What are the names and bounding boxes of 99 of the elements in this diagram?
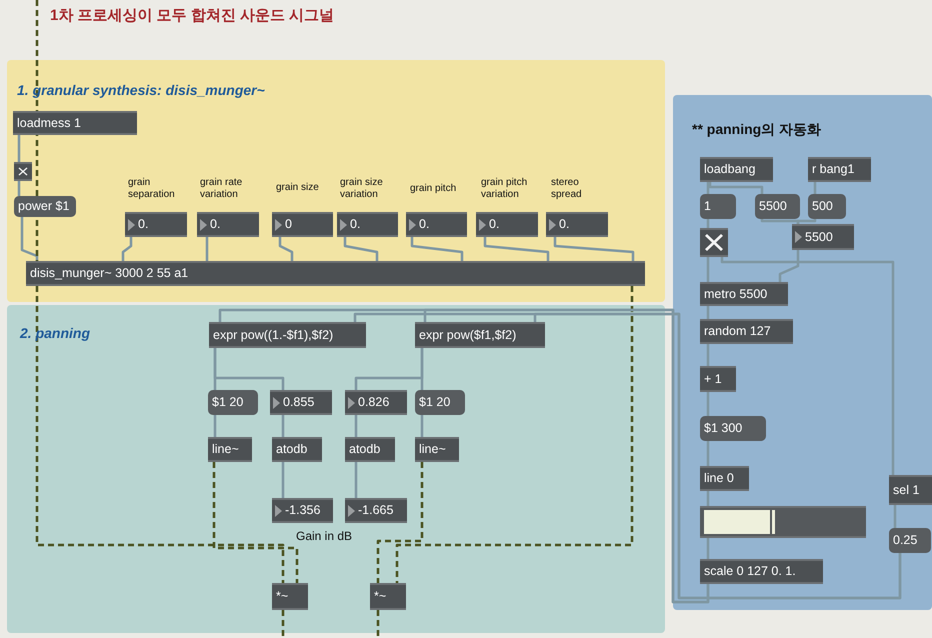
object-box: random 127 [700, 319, 793, 344]
panel-heading: 1. granular synthesis: disis_munger~ [17, 82, 265, 98]
patch-cord [720, 257, 894, 475]
toggle-box [700, 228, 728, 257]
comment-text: grain pitch variation [481, 177, 528, 201]
object-box: disis_munger~ 3000 2 55 a1 [26, 261, 645, 286]
patch-cord [424, 308, 710, 604]
patch-panel [7, 305, 665, 633]
patch-cord [354, 415, 358, 437]
object-box: *~ [272, 583, 308, 610]
comment-text: grain pitch [410, 183, 458, 195]
title: 1차 프로세싱이 모두 합쳐진 사운드 시그널 [50, 6, 334, 25]
patch-cord [894, 505, 896, 528]
signal-cord [376, 462, 424, 583]
number-box: -1.356 [272, 498, 333, 523]
number-box: 0. [337, 212, 398, 237]
signal-cord [376, 610, 380, 638]
patch-cord [484, 237, 550, 261]
comment-text: stereo spread [551, 177, 583, 201]
patch-cord [282, 462, 284, 498]
patch-cord [534, 312, 902, 600]
number-box: 0.826 [345, 390, 407, 415]
patch-cord [706, 441, 710, 466]
patch-cord [760, 219, 800, 224]
message-box: $1 20 [208, 390, 258, 415]
patch-cord [796, 219, 816, 224]
slider [700, 506, 866, 538]
signal-cord [212, 462, 298, 583]
object-box: sel 1 [889, 475, 932, 505]
patch-panel [673, 95, 932, 610]
patch-cord [706, 392, 710, 416]
message-box: 0.25 [889, 528, 931, 553]
signal-cord [396, 286, 634, 583]
message-box: power $1 [14, 196, 76, 217]
patch-cord [278, 237, 294, 261]
comment-text: grain size [276, 182, 320, 194]
patch-cord [206, 237, 208, 261]
patch-cord [706, 306, 710, 319]
number-box: 0. [546, 212, 608, 237]
signal-cord [282, 610, 284, 638]
object-box: metro 5500 [700, 282, 788, 306]
message-box: $1 20 [415, 390, 465, 415]
patch-cord [18, 181, 20, 196]
object-box: line~ [208, 437, 252, 462]
message-box: 1 [700, 194, 736, 219]
message-box: 5500 [755, 194, 800, 219]
panel-heading: 2. panning [20, 325, 90, 341]
number-box: 0 [272, 212, 333, 237]
number-box: 0.855 [270, 390, 332, 415]
signal-cord [36, 0, 38, 261]
patch-cord [706, 344, 710, 366]
patch-cord [706, 182, 710, 194]
patch-cord [706, 219, 710, 228]
patch-cord [354, 462, 358, 498]
patch-cord [122, 237, 132, 261]
patch-cord [814, 182, 816, 194]
patch-cord [706, 257, 710, 282]
patch-cord [214, 415, 216, 437]
patch-cord [354, 348, 424, 390]
object-box: expr pow($f1,$f2) [415, 322, 545, 348]
patch-cord [554, 237, 634, 261]
object-box: line~ [415, 437, 459, 462]
object-box: line 0 [700, 466, 749, 491]
signal-cord [36, 286, 284, 583]
number-box: -1.665 [345, 498, 407, 523]
number-box: 5500 [792, 224, 854, 250]
object-box: atodb [272, 437, 322, 462]
patch-cord [708, 182, 764, 194]
object-box: loadmess 1 [13, 111, 137, 135]
comment-text: grain separation [128, 177, 176, 201]
panel-heading: ** panning의 자동화 [692, 121, 822, 139]
patch-cord [706, 491, 710, 506]
comment-text: Gain in dB [296, 529, 354, 544]
patch-cord [282, 415, 284, 437]
patch-cord [20, 217, 38, 261]
comment-text: grain rate variation [200, 177, 244, 201]
object-box: expr pow((1.-$f1),$f2) [209, 322, 366, 348]
number-box: 0. [125, 212, 187, 237]
object-box: scale 0 127 0. 1. [700, 559, 823, 584]
patch-cord [214, 348, 284, 390]
patch-cord [420, 415, 424, 437]
message-box: $1 300 [700, 416, 766, 441]
patch-cord [778, 250, 800, 282]
patch-cord [344, 237, 378, 261]
patch-cord [18, 135, 20, 162]
object-box: loadbang [700, 157, 773, 182]
toggle-box [14, 162, 32, 181]
patch-panel [7, 60, 665, 302]
object-box: r bang1 [808, 157, 871, 182]
object-box: + 1 [700, 366, 736, 392]
number-box: 0. [406, 212, 467, 237]
comment-text: grain size variation [340, 177, 384, 201]
message-box: 500 [808, 194, 846, 219]
patch-cord [706, 538, 710, 559]
object-box: *~ [370, 583, 406, 610]
number-box: 0. [197, 212, 259, 237]
patch-cord [410, 237, 464, 261]
number-box: 0. [476, 212, 538, 237]
object-box: atodb [345, 437, 395, 462]
